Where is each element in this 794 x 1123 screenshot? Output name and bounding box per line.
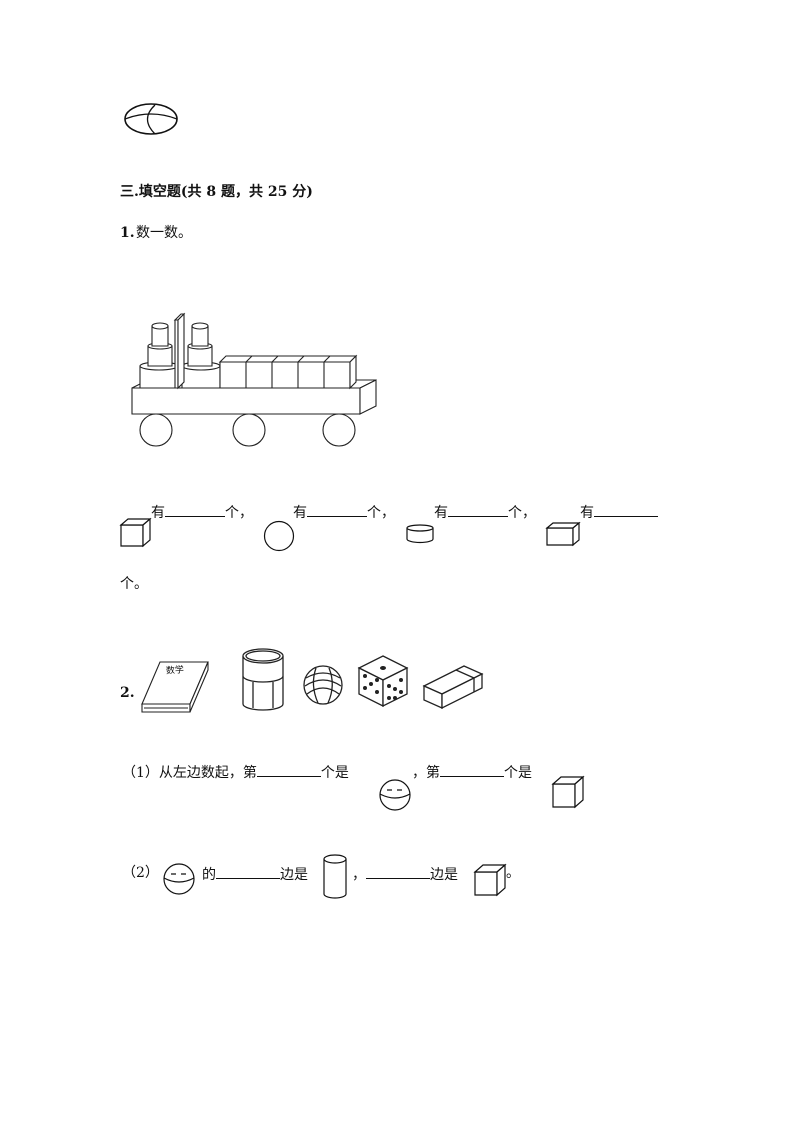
cylinder-icon <box>405 524 435 544</box>
q1-fill-1: 有个， <box>151 502 253 522</box>
answer-blank[interactable] <box>216 864 280 879</box>
q2-part2-cont: ，边是 <box>352 864 458 884</box>
q2-number: 2. <box>120 685 135 701</box>
section-title: 三.填空题(共 8 题，共 25 分) <box>120 184 313 200</box>
q2-part2-label: （2） <box>122 865 159 881</box>
dice-icon <box>357 654 409 708</box>
q1-fill-3: 有个， <box>434 502 536 522</box>
eraser-icon <box>420 656 486 710</box>
q2-part1-cont: ，第个是 <box>412 762 532 782</box>
answer-blank[interactable] <box>448 502 508 517</box>
q1-prompt: 数一数。 <box>136 225 192 241</box>
q2-part2: 的边是 <box>202 864 308 884</box>
book-title: 数学 <box>165 665 185 677</box>
answer-blank[interactable] <box>165 502 225 517</box>
cube-icon <box>120 518 152 548</box>
cube-icon <box>552 776 584 808</box>
q1-fill-2: 有个， <box>293 502 395 522</box>
q1-fill-4: 有 <box>580 502 658 522</box>
q1-number: 1. <box>120 225 135 241</box>
answer-blank[interactable] <box>594 502 658 517</box>
q2-part2-period: 。 <box>506 865 520 881</box>
answer-blank[interactable] <box>307 502 367 517</box>
cube-icon <box>474 864 506 896</box>
tin-can-icon <box>240 646 286 712</box>
answer-blank[interactable] <box>256 762 321 777</box>
ball-icon <box>378 778 412 812</box>
math-book-icon <box>138 660 210 716</box>
ball-icon <box>302 664 344 706</box>
answer-blank[interactable] <box>366 864 430 879</box>
q1-tail: 个。 <box>120 576 148 592</box>
q2-part1: （1）从左边数起，第个是 <box>122 762 349 782</box>
circle-icon <box>263 520 295 552</box>
ellipse-figure-icon <box>122 100 182 138</box>
cylinder-icon <box>322 854 348 900</box>
ball-icon <box>162 862 196 896</box>
toy-train-icon <box>128 310 383 450</box>
answer-blank[interactable] <box>440 762 504 777</box>
cuboid-icon <box>546 522 580 546</box>
